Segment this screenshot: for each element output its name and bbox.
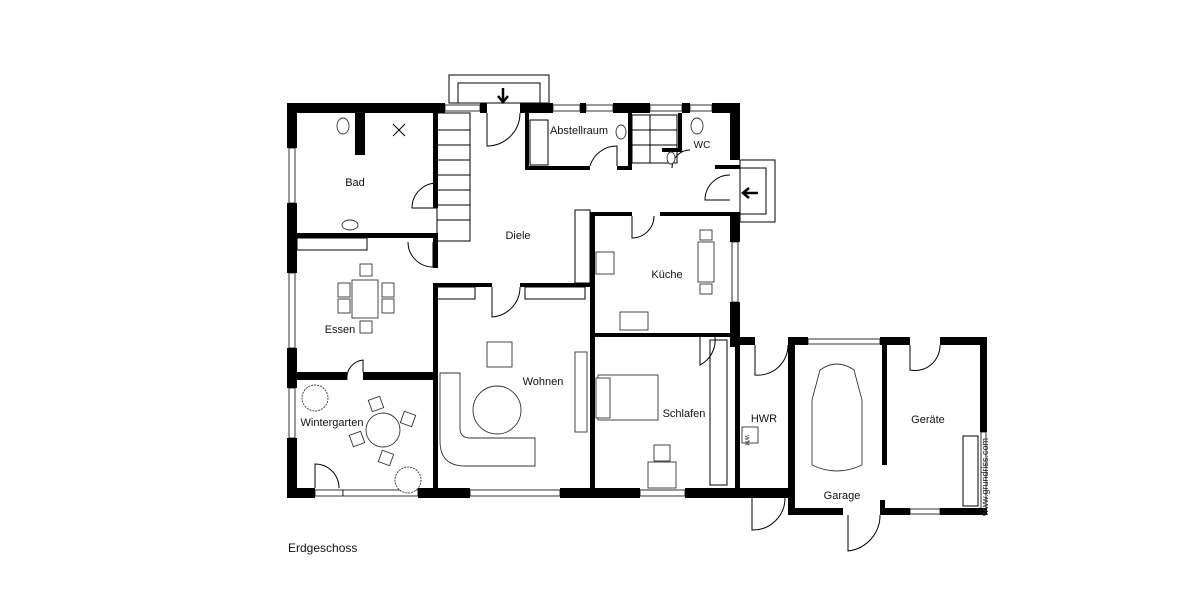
room-label-schlafen: Schlafen	[663, 408, 706, 420]
front-porch	[448, 74, 550, 104]
entry-arrow-icon	[497, 88, 509, 104]
room-label-wohnen: Wohnen	[523, 376, 564, 388]
room-label-abstellraum: Abstellraum	[550, 125, 608, 137]
side-entry-arrow-icon	[741, 187, 758, 199]
room-label-garage: Garage	[824, 490, 861, 502]
room-label-bad: Bad	[345, 177, 365, 189]
room-label-diele: Diele	[505, 230, 530, 242]
washing-machine-label: WM	[743, 435, 749, 446]
room-label-wintergarten: Wintergarten	[301, 417, 364, 429]
side-porch	[739, 159, 776, 223]
annex-walls	[735, 337, 987, 515]
staircase	[436, 112, 678, 242]
outer-walls	[287, 103, 795, 498]
floor-label: Erdgeschoss	[288, 541, 357, 555]
furniture	[296, 117, 979, 507]
room-label-wc: WC	[694, 140, 711, 151]
watermark: www.grundriss.com	[980, 438, 990, 517]
interior-walls	[297, 113, 740, 490]
room-label-kueche: Küche	[651, 269, 682, 281]
room-label-geraete: Geräte	[911, 414, 945, 426]
room-label-hwr: HWR	[751, 413, 777, 425]
room-label-essen: Essen	[325, 324, 356, 336]
